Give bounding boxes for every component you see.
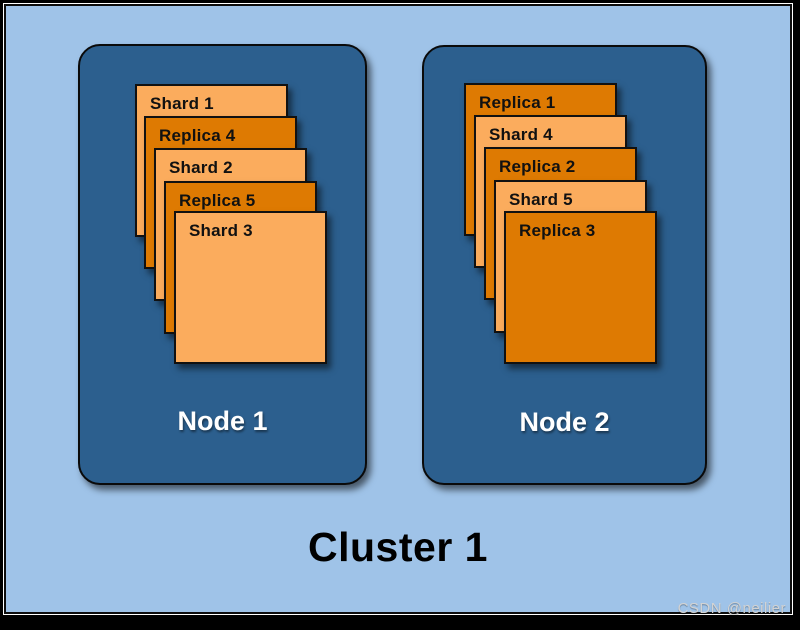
watermark: CSDN @neilier [677, 600, 786, 617]
replica-card: Replica 3 [504, 211, 657, 364]
node-box-2: Replica 1 Shard 4 Replica 2 Shard 5 Repl… [422, 45, 707, 485]
cluster-title: Cluster 1 [308, 524, 488, 570]
shard-card: Shard 3 [174, 211, 327, 364]
cluster-slide: Shard 1 Replica 4 Shard 2 Replica 5 Shar… [4, 4, 792, 614]
node-box-1: Shard 1 Replica 4 Shard 2 Replica 5 Shar… [78, 44, 367, 485]
node-label: Node 2 [519, 407, 610, 437]
frame-pinstripe: Shard 1 Replica 4 Shard 2 Replica 5 Shar… [3, 3, 793, 615]
node-label: Node 1 [177, 406, 268, 436]
